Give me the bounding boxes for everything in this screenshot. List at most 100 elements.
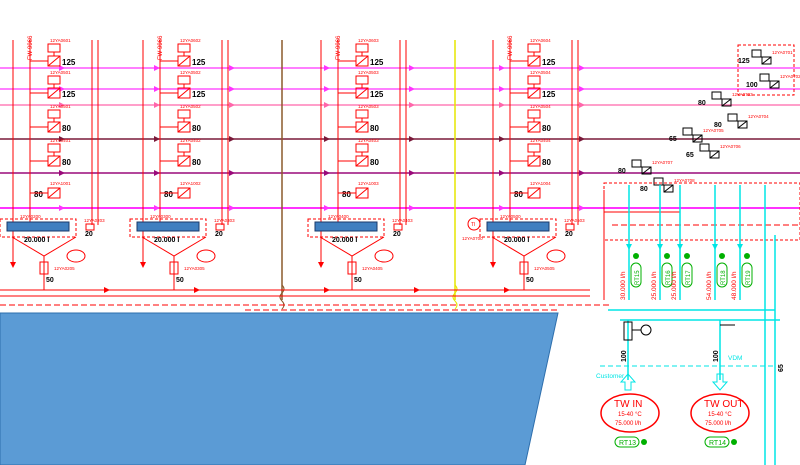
valve-size: 125 — [370, 90, 384, 99]
outlet-size: 50 — [354, 277, 362, 284]
return-arrow — [414, 287, 420, 293]
outlet-valve — [169, 261, 179, 275]
tw_in-bubble — [600, 393, 660, 433]
side-valve — [565, 223, 575, 231]
valve-diagonal — [177, 121, 191, 133]
tw_out-bubble — [690, 393, 750, 433]
pipe-size: 100 — [621, 350, 628, 362]
tw_out-tag: RT14 — [709, 440, 726, 447]
valve-size: 80 — [514, 190, 523, 199]
valve-tag: 12YA0502 — [180, 70, 201, 75]
valve-size: 125 — [192, 90, 206, 99]
branch-tag: RT19 — [746, 270, 752, 285]
header-arrow — [59, 170, 65, 176]
valve-body — [709, 150, 720, 159]
header-arrow — [579, 170, 585, 176]
branch-tag-capsule — [741, 262, 753, 288]
temperature-indicator — [467, 217, 481, 231]
valve-tag: 12YA0707 — [652, 160, 673, 165]
valve-size: 80 — [714, 122, 722, 129]
valve-tag: 12YA0706 — [720, 144, 741, 149]
ti-label: TI — [471, 222, 475, 228]
valve-actuator — [47, 43, 61, 53]
instrument-bubble — [66, 249, 86, 263]
valve-diagonal — [721, 98, 732, 107]
valve-tag: 12YA1004 — [530, 181, 551, 186]
valve-diagonal — [709, 150, 720, 159]
valve-size: 125 — [370, 58, 384, 67]
instrument-bubble — [196, 249, 216, 263]
branch-arrow — [626, 244, 632, 250]
header-arrow — [324, 65, 330, 71]
valve-actuator — [653, 177, 664, 186]
valve-size: 80 — [342, 190, 351, 199]
valve-diagonal — [355, 87, 369, 99]
drain-arrow — [490, 262, 496, 268]
header-arrow — [579, 136, 585, 142]
header-arrow — [409, 205, 415, 211]
valve-tag: 12YA0402 — [180, 138, 201, 143]
branch-flow: 25.000 l/h — [671, 271, 678, 300]
blue-overlay-panel — [0, 312, 559, 465]
status-dot — [719, 253, 725, 259]
tank-tag: 12YA0200 — [20, 214, 41, 219]
valve-diagonal — [527, 187, 541, 199]
tank-frame — [0, 218, 77, 238]
pipe-size: 100 — [713, 350, 720, 362]
valve-actuator — [355, 75, 369, 85]
header-arrow — [154, 170, 160, 176]
valve-size: 125 — [192, 58, 206, 67]
valve-tag: 12YA0702 — [780, 74, 800, 79]
valve-body — [641, 166, 652, 175]
valve-tag: 12YA0504 — [530, 70, 551, 75]
side-valve — [215, 223, 225, 231]
header-arrow — [499, 136, 505, 142]
valve-diagonal — [47, 121, 61, 133]
branch-flow: 48.000 l/h — [731, 271, 738, 300]
valve-tag: 12YA1003 — [358, 181, 379, 186]
valve-size: 80 — [62, 158, 71, 167]
tw_in-tag: RT13 — [619, 440, 636, 447]
tank-tag: 12YA0300 — [150, 214, 171, 219]
tank-frame — [479, 218, 557, 238]
valve-tag: 12YA0704 — [748, 114, 769, 119]
outlet-arrow-icon — [711, 373, 729, 391]
valve-size: 80 — [192, 158, 201, 167]
header-arrow — [154, 65, 160, 71]
drain-arrow — [140, 262, 146, 268]
header-arrow — [229, 170, 235, 176]
header-arrow — [324, 136, 330, 142]
instrument-bubble — [546, 249, 566, 263]
tw_out-title: TW OUT — [704, 399, 743, 410]
outlet-size: 50 — [46, 277, 54, 284]
flex-joint — [452, 284, 458, 310]
valve-actuator — [47, 109, 61, 119]
fw-label: FW 9966 — [158, 35, 164, 60]
branch-tag-capsule — [716, 262, 728, 288]
header-arrow — [59, 102, 65, 108]
valve-size: 125 — [62, 58, 76, 67]
branch-arrow — [657, 244, 663, 250]
valve-size: 80 — [370, 124, 379, 133]
valve-body — [663, 184, 674, 193]
valve-diagonal — [47, 155, 61, 167]
outlet-tag: 12YA0205 — [54, 266, 75, 271]
outlet-tag: 12YA0305 — [184, 266, 205, 271]
header-arrow — [229, 65, 235, 71]
valve-diagonal — [355, 121, 369, 133]
side-valve-tag: 12YA0203 — [84, 218, 105, 223]
outlet-valve — [519, 261, 529, 275]
valve-tag: 12YA1002 — [180, 181, 201, 186]
valve-diagonal — [47, 87, 61, 99]
valve-actuator — [355, 143, 369, 153]
tank-volume: 20.000 l — [24, 237, 49, 244]
storage-tank — [314, 221, 378, 232]
valve-body — [761, 56, 772, 65]
outlet-tag: 12YA0405 — [362, 266, 383, 271]
branch-tag: RT15 — [635, 270, 641, 285]
valve-actuator — [759, 73, 770, 82]
valve-diagonal — [355, 155, 369, 167]
valve-body — [721, 98, 732, 107]
vdm-label: VDM — [728, 355, 742, 362]
